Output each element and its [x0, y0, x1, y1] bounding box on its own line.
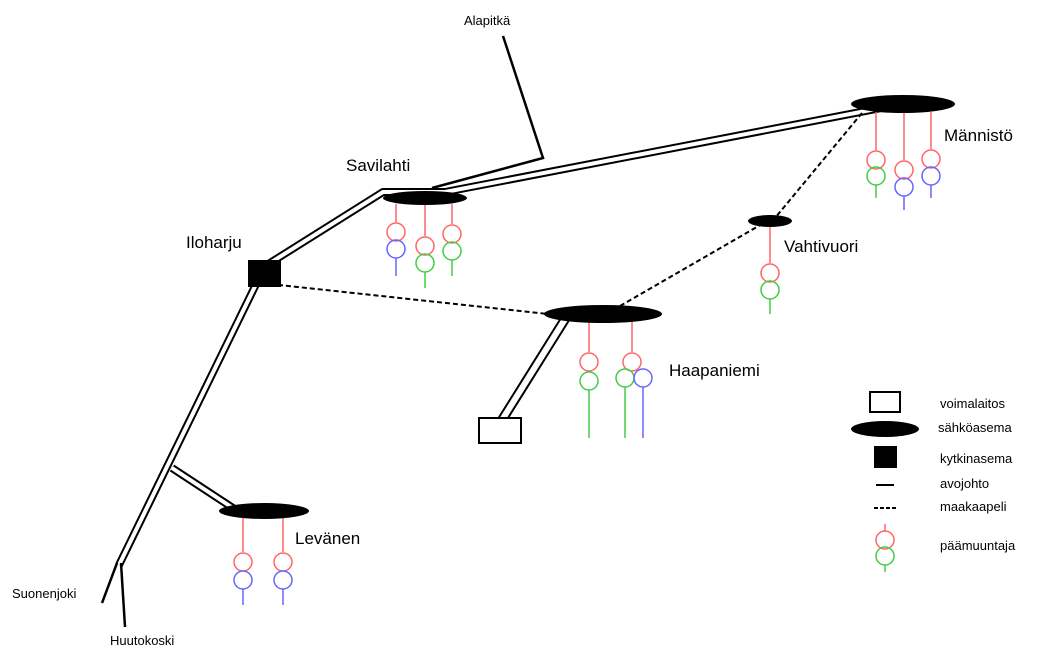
overhead-line-suonenjoki: [100, 562, 119, 604]
transformers-vahtivuori: [760, 226, 780, 314]
overhead-line-huutokoski: [119, 562, 127, 628]
overhead-line-haapaniemi-plant: [497, 313, 572, 423]
switching-station-iloharju: [248, 260, 281, 287]
overhead-line-alapitka: [431, 35, 545, 190]
power-plant: [478, 417, 522, 444]
label-haapaniemi: Haapaniemi: [669, 361, 760, 380]
label-iloharju: Iloharju: [186, 233, 242, 252]
legend-sahkoasema-icon: [851, 421, 919, 437]
legend-maakaapeli-label: maakaapeli: [940, 499, 1007, 514]
label-huutokoski: Huutokoski: [110, 633, 174, 648]
overhead-line-iloharju-south: [115, 270, 266, 567]
substation-vahtivuori: [748, 215, 792, 227]
legend-voimalaitos-icon: [869, 391, 901, 413]
substation-mannisto: [851, 95, 955, 113]
label-alapitka: Alapitkä: [464, 13, 511, 28]
legend-avojohto-label: avojohto: [940, 476, 989, 491]
substation-savilahti: [383, 191, 467, 205]
transformers-mannisto: [866, 112, 941, 210]
transformers-haapaniemi: [579, 322, 653, 438]
label-levanen: Levänen: [295, 529, 360, 548]
cable-iloharju-haapaniemi: [269, 283, 549, 315]
legend-sahkoasema-label: sähköasema: [938, 420, 1012, 435]
overhead-line-levanen: [169, 464, 239, 514]
label-suonenjoki: Suonenjoki: [12, 586, 76, 601]
cable-vahtivuori-mannisto: [774, 112, 863, 219]
transformers-levanen: [233, 518, 293, 605]
legend-paamuuntaja-icon: [875, 524, 895, 572]
label-vahtivuori: Vahtivuori: [784, 237, 858, 256]
legend-kytkinasema-icon: [874, 446, 897, 468]
underground-cables: [269, 112, 863, 315]
transformers-savilahti: [386, 204, 462, 288]
label-savilahti: Savilahti: [346, 156, 410, 175]
cable-haapaniemi-vahtivuori: [619, 223, 763, 307]
label-mannisto: Männistö: [944, 126, 1013, 145]
legend: voimalaitos sähköasema kytkinasema avojo…: [851, 391, 1016, 572]
substation-haapaniemi: [544, 305, 662, 323]
legend-paamuuntaja-label: päämuuntaja: [940, 538, 1016, 553]
legend-voimalaitos-label: voimalaitos: [940, 396, 1006, 411]
substation-levanen: [219, 503, 309, 519]
legend-kytkinasema-label: kytkinasema: [940, 451, 1013, 466]
